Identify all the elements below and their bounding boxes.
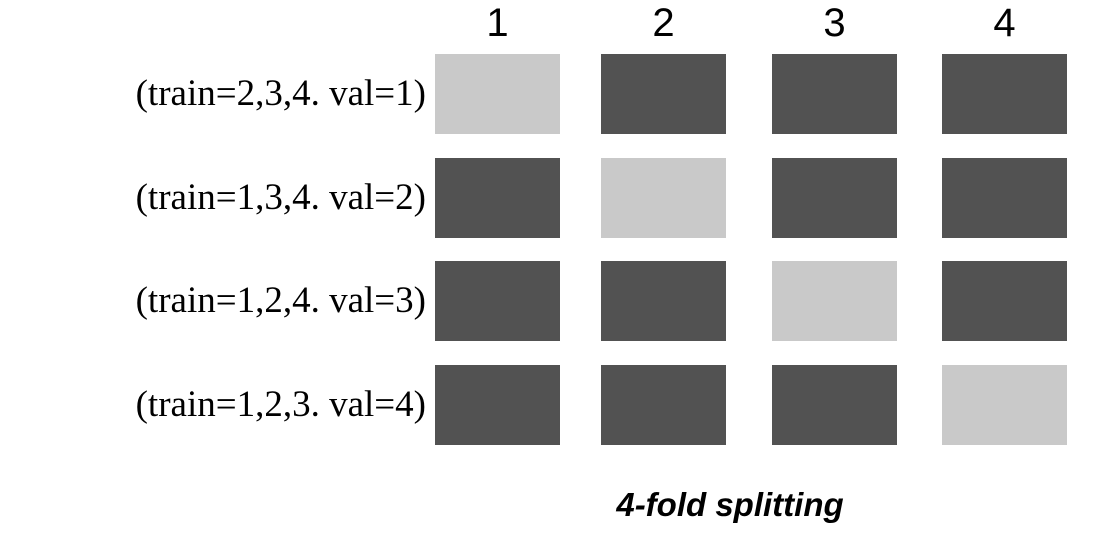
column-header-row: 1 2 3 4 [435, 0, 1066, 48]
fold-cell-train-r1-c2 [601, 54, 726, 134]
fold-cell-train-r2-c3 [772, 158, 897, 238]
column-header-1: 1 [486, 1, 509, 45]
fold-cell-train-r4-c1 [435, 365, 560, 445]
fold-cell-val-r4-c4 [942, 365, 1067, 445]
figure-caption: 4-fold splitting [616, 486, 844, 523]
row-label-fold-2: (train=1,3,4. val=2) [135, 177, 426, 218]
fold-cell-train-r2-c1 [435, 158, 560, 238]
fold-cell-train-r2-c4 [942, 158, 1067, 238]
row-label-fold-1: (train=2,3,4. val=1) [135, 73, 426, 114]
fold-cell-train-r3-c2 [601, 261, 726, 341]
column-header-2: 2 [652, 1, 675, 45]
fold-cell-val-r2-c2 [601, 158, 726, 238]
fold-cell-train-r1-c4 [942, 54, 1067, 134]
column-header-3: 3 [823, 1, 846, 45]
row-label-fold-3: (train=1,2,4. val=3) [135, 280, 426, 321]
column-header-4: 4 [993, 1, 1016, 45]
fold-cell-val-r3-c3 [772, 261, 897, 341]
fold-cell-train-r3-c4 [942, 261, 1067, 341]
fold-cell-val-r1-c1 [435, 54, 560, 134]
fold-cell-train-r4-c3 [772, 365, 897, 445]
fold-cell-train-r1-c3 [772, 54, 897, 134]
fold-cell-train-r4-c2 [601, 365, 726, 445]
row-label-fold-4: (train=1,2,3. val=4) [135, 384, 426, 425]
fold-cell-train-r3-c1 [435, 261, 560, 341]
